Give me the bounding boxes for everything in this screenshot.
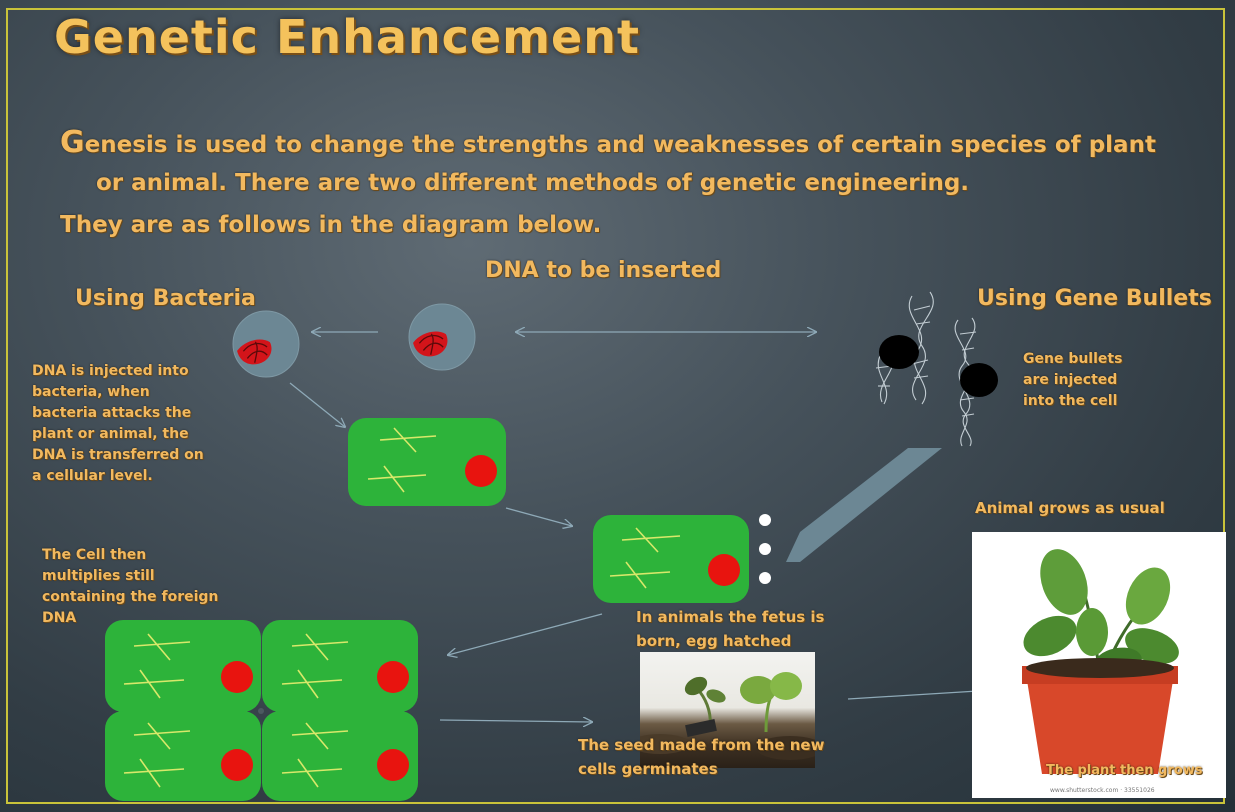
bacteria-circle bbox=[232, 310, 300, 378]
gene-bullet bbox=[960, 363, 998, 397]
arrow-cell-to-multiplied bbox=[448, 613, 603, 655]
arrow-cell-to-cell bbox=[505, 507, 572, 526]
intro-line-3: They are as follows in the diagram below… bbox=[60, 212, 602, 238]
dna-circle bbox=[408, 303, 476, 371]
using-bacteria-label: Using Bacteria bbox=[75, 286, 256, 311]
cell-multiplies-description: The Cell then multiplies still containin… bbox=[42, 547, 219, 626]
dna-helix-icon bbox=[875, 291, 977, 447]
seedling-illustration bbox=[640, 672, 815, 760]
arrow-bacteria-to-cell bbox=[289, 382, 345, 427]
using-gene-bullets-label: Using Gene Bullets bbox=[977, 286, 1212, 311]
gene-bullet-ramp bbox=[786, 448, 942, 562]
intro-line-1: enesis is used to change the strengths a… bbox=[84, 132, 1156, 158]
photo-credit: www.shutterstock.com · 33551026 bbox=[1050, 787, 1155, 794]
animals-born-description: In animals the fetus is born, egg hatche… bbox=[636, 608, 825, 650]
cell bbox=[593, 515, 749, 603]
bacteria-description: DNA is injected into bacteria, when bact… bbox=[32, 363, 204, 484]
plant-grows-label: The plant then grows bbox=[1046, 763, 1203, 778]
seed-germinates-description: The seed made from the new cells germina… bbox=[578, 736, 825, 778]
potted-plant-illustration bbox=[1022, 549, 1179, 774]
cell bbox=[348, 418, 506, 506]
slide-title: Genetic Enhancement bbox=[54, 10, 640, 64]
multiplied-cells bbox=[105, 620, 418, 801]
seedling-photo bbox=[640, 652, 815, 768]
intro-paragraph: Genesis is used to change the strengths … bbox=[60, 124, 1190, 202]
dna-inserted-label: DNA to be inserted bbox=[485, 258, 722, 283]
animal-grows-label: Animal grows as usual bbox=[975, 499, 1165, 517]
gene-bullets-description: Gene bullets are injected into the cell bbox=[1023, 351, 1123, 409]
arrow-to-seed bbox=[439, 720, 592, 722]
dot bbox=[759, 543, 771, 555]
gene-bullet bbox=[879, 335, 919, 369]
intro-initial: G bbox=[60, 125, 85, 160]
arrow-to-plant bbox=[847, 690, 994, 700]
dot bbox=[759, 572, 771, 584]
intro-line-2: or animal. There are two different metho… bbox=[96, 170, 970, 196]
plant-photo bbox=[972, 532, 1226, 798]
dot bbox=[759, 514, 771, 526]
